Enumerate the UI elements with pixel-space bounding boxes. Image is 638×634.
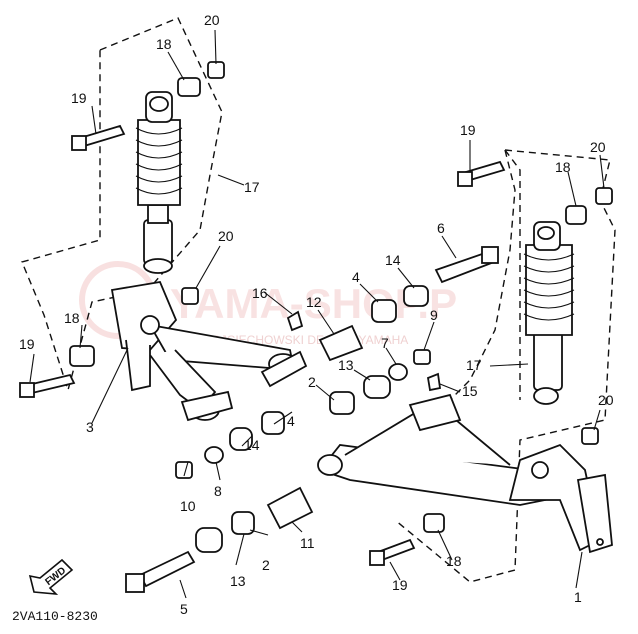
- callout-14-lower: 14: [244, 437, 260, 453]
- callout-10: 10: [180, 498, 196, 514]
- leader-lines: [29, 29, 605, 599]
- callout-9: 9: [430, 307, 438, 323]
- callout-20-lower-right: 20: [598, 392, 614, 408]
- callout-16: 16: [252, 285, 268, 301]
- callout-5: 5: [180, 601, 188, 617]
- left-shock-group-outline: [21, 17, 223, 393]
- callout-20-right: 20: [590, 139, 606, 155]
- callout-6: 6: [437, 220, 445, 236]
- callout-20-left: 20: [218, 228, 234, 244]
- right-shock-absorber: [523, 221, 575, 405]
- left-shock-absorber: [135, 91, 183, 274]
- callout-7: 7: [381, 335, 389, 351]
- callout-18-lower: 18: [446, 553, 462, 569]
- callout-3: 3: [86, 419, 94, 435]
- callout-14-upper: 14: [385, 252, 401, 268]
- lower-arm: [317, 393, 613, 554]
- callout-1: 1: [574, 589, 582, 605]
- right-shock-group-outline-inner: [504, 149, 521, 400]
- callout-4-lower: 4: [287, 413, 295, 429]
- callout-17-right: 17: [466, 357, 482, 373]
- hardware-parts: [19, 61, 613, 593]
- right-shock-group-outline-left: [449, 149, 516, 401]
- right-shock-group-outline: [394, 149, 616, 583]
- callout-19-top-left: 19: [71, 90, 87, 106]
- callout-19-left: 19: [19, 336, 35, 352]
- callout-11: 11: [300, 535, 315, 551]
- callout-2-upper: 2: [308, 374, 316, 390]
- upper-arm: [110, 280, 308, 422]
- callout-labels: 20 18 19 17 19 18 20 6 14 4 16 12 9 17 1…: [19, 12, 614, 617]
- callout-18-left: 18: [64, 310, 80, 326]
- callout-4-upper: 4: [352, 269, 360, 285]
- callout-12: 12: [306, 294, 322, 310]
- callout-20-top-left: 20: [204, 12, 220, 28]
- callout-13-upper: 13: [338, 357, 354, 373]
- callout-19-right: 19: [460, 122, 476, 138]
- callout-8: 8: [214, 483, 222, 499]
- callout-2-lower: 2: [262, 557, 270, 573]
- diagram-code: 2VA110-8230: [12, 609, 98, 624]
- forward-arrow-icon: FWD: [28, 558, 74, 595]
- callout-19-lower: 19: [392, 577, 408, 593]
- callout-15: 15: [462, 383, 478, 399]
- callout-17-left: 17: [244, 179, 260, 195]
- callout-18-right: 18: [555, 159, 571, 175]
- callout-13-lower: 13: [230, 573, 246, 589]
- callout-18-top-left: 18: [156, 36, 172, 52]
